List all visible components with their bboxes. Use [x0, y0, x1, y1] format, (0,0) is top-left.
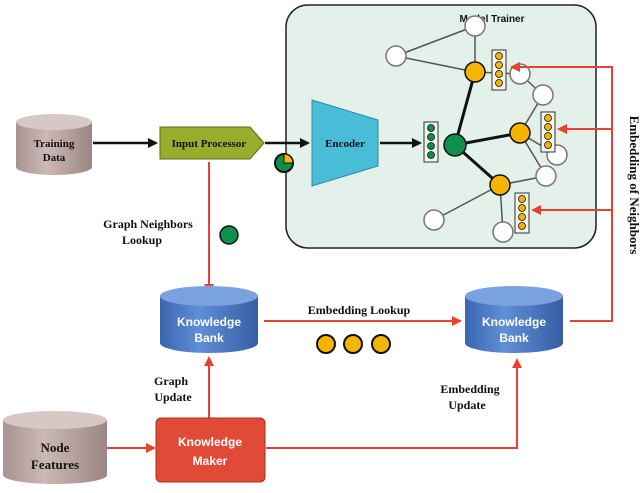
- graph-node-empty: [385, 45, 407, 67]
- arrow-kb-right-to-trainer: [510, 62, 613, 322]
- graph-neighbors-lookup-label-line2: Lookup: [122, 233, 162, 247]
- training-data-label-line1: Training: [34, 138, 75, 150]
- knowledge-maker-block: Knowledge Maker: [155, 417, 266, 483]
- graph-node-green-center: [443, 133, 467, 157]
- graph-node-yellow: [489, 174, 511, 196]
- kb-left-label-line2: Bank: [194, 331, 224, 345]
- input-processor-block: Input Processor: [159, 126, 265, 160]
- embedding-vector-yellow-mid: [540, 111, 556, 153]
- input-processor-label: Input Processor: [172, 138, 247, 150]
- kb-left-label-line1: Knowledge: [177, 315, 241, 329]
- graph-node-empty: [535, 165, 557, 187]
- training-data-cylinder: Training Data: [16, 114, 92, 175]
- node-features-cylinder: Node Features: [3, 411, 107, 484]
- graph-node-empty: [532, 84, 554, 106]
- embedding-lookup-label: Embedding Lookup: [308, 303, 411, 317]
- input-node-marker: [274, 153, 294, 173]
- embedding-vector-green: [423, 121, 439, 163]
- knowledge-maker-label-line1: Knowledge: [178, 435, 242, 449]
- encoder-label: Encoder: [325, 138, 365, 150]
- graph-node-yellow: [464, 61, 486, 83]
- graph-neighbors-lookup-label-line1: Graph Neighbors: [103, 217, 193, 231]
- graph-node-empty: [492, 221, 514, 243]
- kb-right-label-line1: Knowledge: [482, 315, 546, 329]
- embedding-of-neighbors-label: Embedding of Neighbors: [627, 116, 640, 255]
- kb-right-label-line2: Bank: [499, 331, 529, 345]
- graph-node-empty: [423, 209, 445, 231]
- training-data-label-line2: Data: [43, 152, 66, 164]
- graph-nodes: [385, 15, 568, 243]
- node-features-label-line2: Features: [31, 457, 79, 472]
- knowledge-bank-right: Knowledge Bank: [465, 286, 563, 353]
- graph-node-yellow: [509, 122, 531, 144]
- graph-update-label-line1: Graph: [154, 374, 188, 388]
- arrow-maker-to-kb-right: [266, 358, 522, 449]
- embedding-update-label-line1: Embedding: [440, 382, 499, 396]
- red-arrows: [107, 62, 613, 453]
- embedding-vector-yellow-top: [491, 49, 507, 91]
- graph-node-empty: [464, 15, 486, 37]
- node-features-label-line1: Node: [41, 440, 70, 455]
- model-trainer-title: Model Trainer: [459, 14, 524, 25]
- encoder-block: Encoder: [311, 99, 379, 187]
- knowledge-maker-label-line2: Maker: [193, 454, 228, 468]
- lookup-node-green: [219, 225, 239, 245]
- embedding-lookup-dots: [316, 334, 391, 354]
- embedding-update-label-line2: Update: [448, 398, 486, 412]
- graph-update-label-line2: Update: [154, 390, 192, 404]
- embedding-vector-yellow-bottom: [514, 192, 530, 234]
- knowledge-bank-left: Knowledge Bank: [160, 286, 258, 353]
